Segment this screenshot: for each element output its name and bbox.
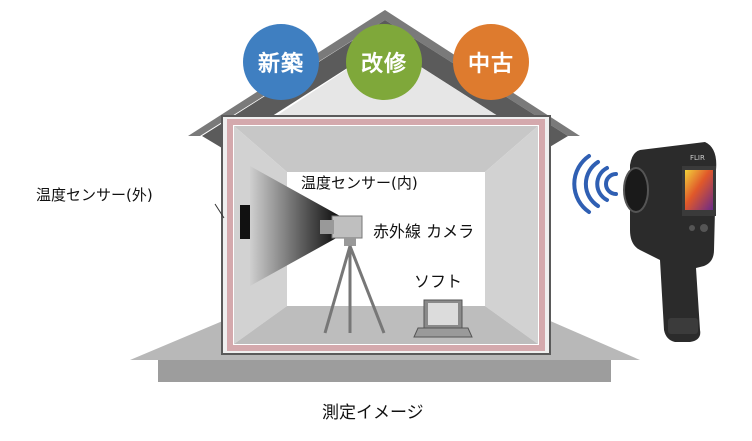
tripod-camera-icon	[320, 215, 386, 334]
temperature-sensor-icon	[214, 203, 250, 239]
badge-renovation: 改修	[346, 24, 422, 100]
badge-used: 中古	[453, 24, 529, 100]
indoor-sensor-label: 温度センサー(内)	[301, 174, 418, 192]
thermal-view-cone	[250, 166, 340, 286]
badge-new-build: 新築	[243, 24, 319, 100]
outdoor-sensor-label: 温度センサー(外)	[36, 186, 153, 204]
thermal-camera-icon: FLIR	[623, 142, 717, 342]
badge-label: 改修	[360, 52, 407, 77]
wireless-signal-icon	[572, 154, 618, 214]
svg-text:FLIR: FLIR	[690, 154, 705, 162]
software-label: ソフト	[414, 272, 463, 291]
caption: 測定イメージ	[322, 403, 424, 423]
ir-camera-label: 赤外線 カメラ	[373, 222, 475, 241]
badge-label: 中古	[467, 52, 514, 77]
badge-label: 新築	[257, 52, 304, 77]
laptop-icon	[413, 299, 473, 338]
